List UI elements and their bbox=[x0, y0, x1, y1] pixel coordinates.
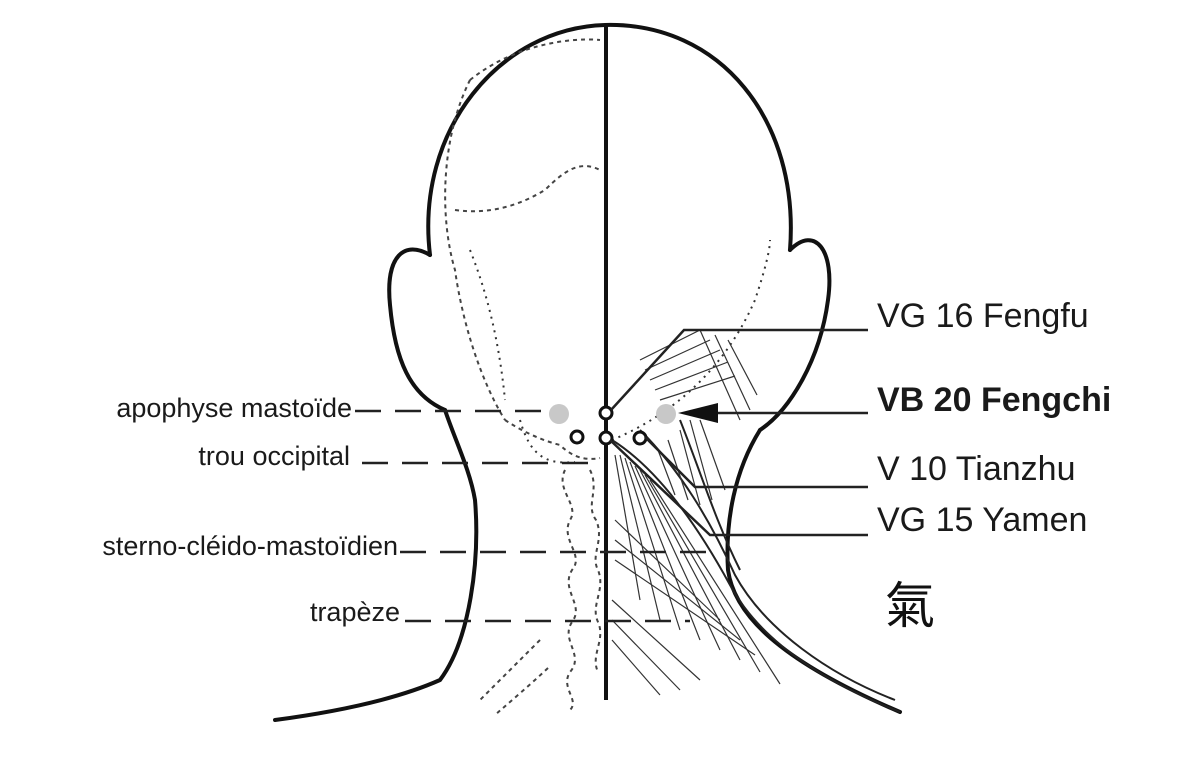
cervical-spine bbox=[479, 469, 602, 716]
point-mastoid-highlight bbox=[549, 404, 569, 424]
label-scm: sterno-cléido-mastoïdien bbox=[102, 531, 398, 561]
label-foramen: trou occipital bbox=[198, 441, 350, 471]
point-v10-right bbox=[632, 430, 648, 446]
neck-muscles bbox=[611, 239, 901, 713]
point-vg16 bbox=[598, 405, 614, 421]
label-mastoid: apophyse mastoïde bbox=[116, 393, 352, 423]
leader-lines-left bbox=[355, 409, 712, 623]
label-v10: V 10 Tianzhu bbox=[877, 450, 1075, 488]
qi-glyph: 氣 bbox=[885, 577, 935, 635]
label-vg15: VG 15 Yamen bbox=[877, 501, 1087, 539]
point-vb20-highlight bbox=[656, 404, 676, 424]
point-v10-left bbox=[569, 429, 585, 445]
point-vg15 bbox=[598, 430, 614, 446]
label-vb20: VB 20 Fengchi bbox=[877, 381, 1111, 419]
arrow-head bbox=[678, 403, 718, 423]
label-vg16: VG 16 Fengfu bbox=[877, 297, 1089, 335]
leader-lines-right bbox=[609, 328, 868, 537]
label-trapezius: trapèze bbox=[310, 597, 400, 627]
head-outline bbox=[273, 22, 902, 722]
skull-bones bbox=[444, 38, 601, 464]
acupoints bbox=[549, 403, 718, 446]
